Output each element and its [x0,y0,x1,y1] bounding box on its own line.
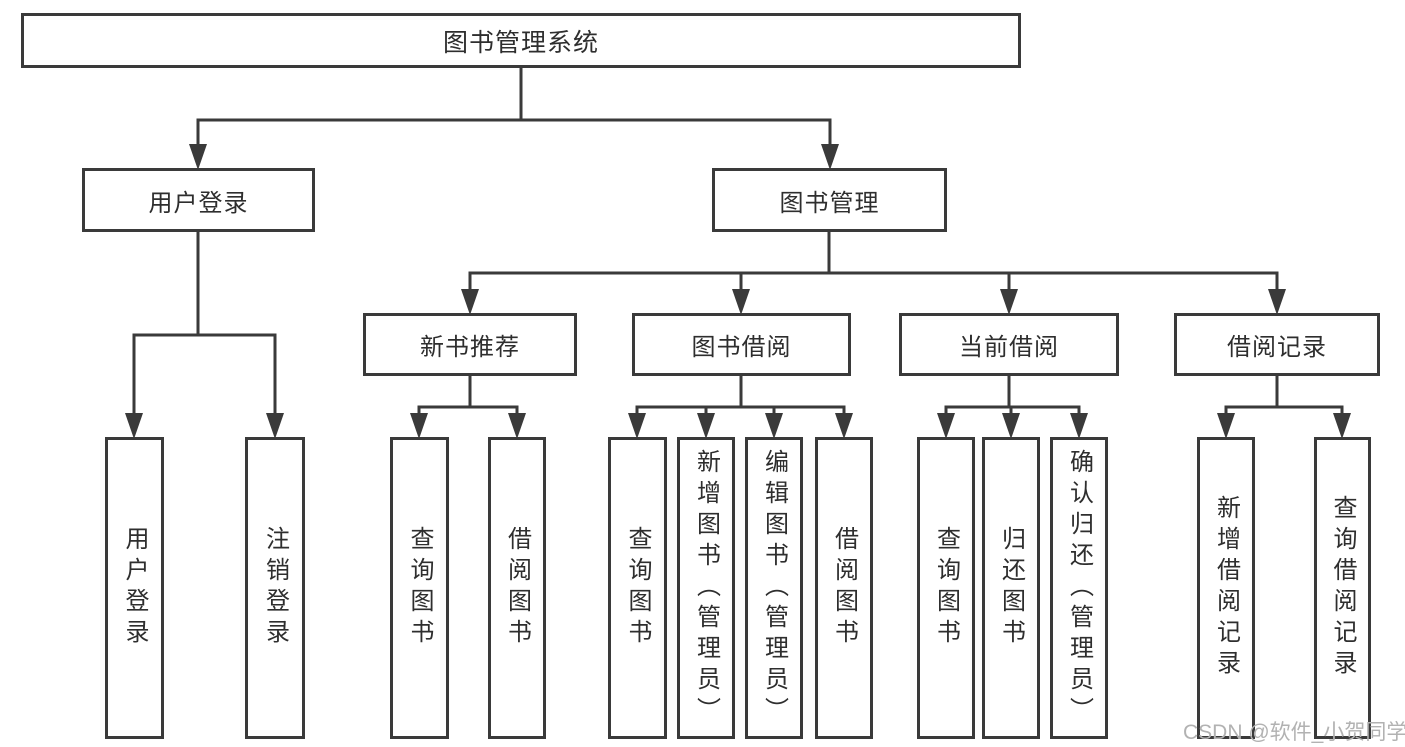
leaf-rec-borrow-book: 借阅图书 [488,437,546,739]
node-user-login: 用户登录 [82,168,315,232]
leaf-rec-query-book: 查询图书 [390,437,449,739]
leaf-cb-confirm-return-admin: 确认归还（管理员） [1050,437,1108,739]
node-root-system: 图书管理系统 [21,13,1021,68]
leaf-user-login: 用户登录 [105,437,164,739]
arrowheads [125,144,1351,439]
connector-user-login [132,230,277,416]
leaf-bb-query-book: 查询图书 [608,437,667,739]
node-new-book-recommend: 新书推荐 [363,313,577,376]
node-current-borrow: 当前借阅 [899,313,1119,376]
connector-book-management [468,230,1279,292]
connector-root-to-level2 [196,66,832,147]
leaf-cb-query-book: 查询图书 [917,437,975,739]
leaf-bb-edit-book-admin: 编辑图书（管理员） [745,437,803,739]
leaf-bb-borrow-book: 借阅图书 [815,437,873,739]
csdn-watermark: CSDN @软件_小贺同学 [1183,721,1405,744]
leaf-br-query-record: 查询借阅记录 [1314,437,1371,739]
connector-new-book-rec [417,374,519,416]
node-borrow-records: 借阅记录 [1174,313,1380,376]
leaf-cb-return-book: 归还图书 [982,437,1040,739]
node-book-borrow: 图书借阅 [632,313,851,376]
leaf-br-add-record: 新增借阅记录 [1197,437,1255,739]
connector-book-borrow [635,374,846,416]
node-book-management: 图书管理 [712,168,947,232]
leaf-logout: 注销登录 [245,437,305,739]
connector-current-borrow [944,374,1081,416]
connector-borrow-records [1224,374,1344,416]
leaf-bb-add-book-admin: 新增图书（管理员） [677,437,735,739]
